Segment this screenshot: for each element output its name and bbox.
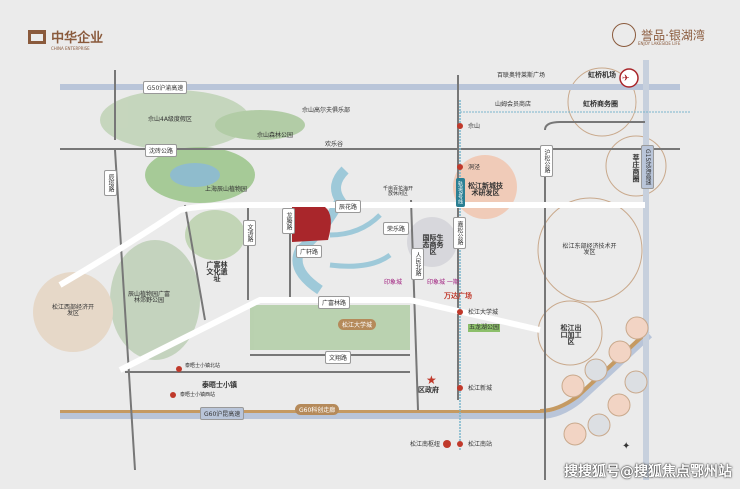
china-enterprise-logo: 中华企业 CHINA ENTERPRISE (28, 26, 103, 51)
station-dongjing: 洞泾 (468, 164, 481, 171)
green-areas (100, 90, 410, 360)
label-incity-1: 印象城 (384, 279, 403, 286)
label-sams: 山姆会员商店 (495, 101, 532, 108)
label-gov: 区政府 (418, 386, 439, 394)
label-sheshan-resort: 佘山4A级度假区 (148, 116, 192, 123)
label-eco-zone: 国际生态商务区 (422, 234, 444, 256)
road-wentao: 文涛路 (243, 220, 256, 246)
label-west-zone: 松江西部经济开发区 (52, 304, 95, 317)
park-circles (561, 316, 649, 446)
label-golf: 佘山高尔夫俱乐部 (302, 107, 351, 114)
road-guangxuan: 广轩路 (296, 245, 323, 258)
compass-icon: ✦ (622, 441, 630, 452)
road-jiasong: 嘉松公路 (453, 217, 466, 249)
watermark: 搜搜狐号@搜狐焦点鄂州站 (564, 464, 732, 480)
label-country-park: 辰山植物园广富林郊野公园 (128, 291, 171, 304)
label-g60-corridor: G60科创走廊 (295, 404, 340, 415)
label-happy-valley: 欢乐谷 (325, 141, 344, 148)
label-thames: 泰晤士小镇 (202, 381, 237, 389)
road-g15: G15沈海高速 (641, 145, 654, 190)
label-thames-north: 泰晤士小镇北站 (185, 363, 221, 369)
airplane-icon (619, 68, 639, 88)
station-south: 松江南站 (468, 441, 493, 448)
road-wenxiang: 文翔路 (325, 351, 352, 364)
poi-markers (170, 123, 463, 448)
label-south-hub: 松江南枢纽 (410, 441, 441, 448)
label-export-zone: 松江出口加工区 (560, 324, 582, 346)
star-icon: ★ (426, 373, 437, 387)
label-xinzhuang: 莘庄商圈 (632, 154, 640, 182)
label-chenshan: 上海辰山植物园 (205, 186, 248, 193)
label-wanda: 万达广场 (444, 292, 472, 300)
label-flower-sea: 千亩百花海开放休闲区 (383, 186, 414, 197)
g50-highway (60, 84, 680, 90)
metro-line-label: 轨道9号线 (456, 178, 465, 208)
station-sheshan: 佘山 (468, 123, 481, 130)
label-tech-zone: 松江新城技术研发区 (468, 182, 503, 197)
label-thames-west: 泰晤士小镇西站 (180, 392, 216, 398)
label-incity-2: 印象城 一期 (427, 279, 459, 286)
label-wulonghu: 五龙湖公园 (468, 324, 501, 332)
road-chenta: 辰塔路 (104, 170, 117, 196)
road-g50: G50沪渝高速 (143, 81, 188, 94)
road-renminbei: 人民北路 (411, 248, 424, 280)
label-university: 松江大学城 (338, 319, 377, 330)
label-east-zone: 松江东部经济技术开发区 (562, 243, 617, 256)
road-husong: 沪松公路 (540, 145, 553, 177)
road-chenhua: 辰花路 (335, 200, 362, 213)
road-guangfulin: 广富林路 (318, 296, 351, 309)
label-guangfulin-site: 广富林文化遗址 (206, 261, 228, 283)
road-rongle: 荣乐路 (383, 222, 410, 235)
road-longteng: 龙腾路 (282, 208, 295, 234)
label-hongqiao-cbd: 虹桥商务圈 (583, 100, 618, 108)
label-outlets: 百联奥特莱斯广场 (497, 72, 546, 79)
station-xincheng: 松江新城 (468, 385, 493, 392)
road-shenzhuan: 沈砖公路 (145, 144, 178, 157)
label-hongqiao-airport: 虹桥机场 (588, 71, 616, 79)
project-logo: 誉品·银湖湾 ENJOY LAKESIDE LIFE (612, 23, 705, 47)
project-site[interactable] (292, 207, 331, 242)
svg-text:✈: ✈ (622, 74, 630, 84)
label-sheshan-forest: 佘山森林公园 (257, 132, 294, 139)
road-g60: G60沪昆高速 (200, 407, 245, 420)
lake (170, 163, 220, 187)
station-university: 松江大学城 (468, 309, 499, 316)
